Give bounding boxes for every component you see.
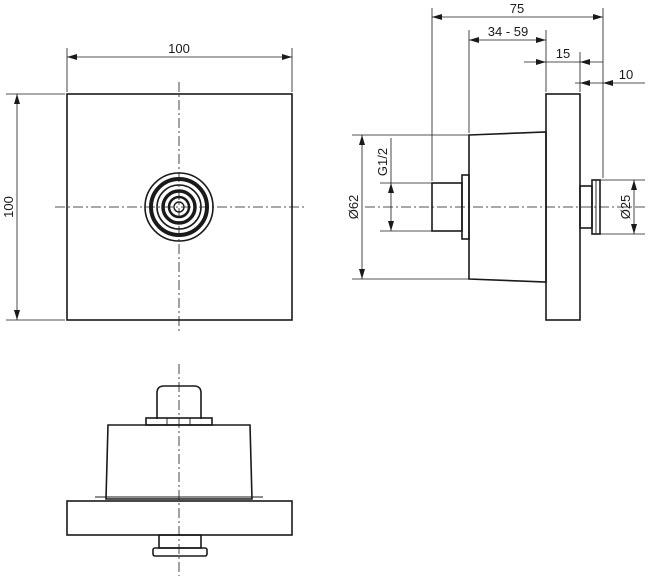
top-body bbox=[105, 424, 253, 500]
side-thread-label: G1/2 bbox=[375, 148, 390, 176]
top-outlet-ring bbox=[152, 547, 208, 557]
dimension-side-flange: 15 bbox=[524, 46, 603, 92]
top-inlet bbox=[156, 385, 202, 419]
dimension-side-diameter-large: Ø62 bbox=[346, 134, 469, 280]
side-inlet-thread bbox=[431, 182, 463, 232]
dimension-side-depth: 75 bbox=[431, 1, 604, 181]
side-view: 75 34 - 59 15 10 bbox=[346, 1, 645, 321]
side-flange-label: 15 bbox=[556, 46, 570, 61]
side-diameter-large-label: Ø62 bbox=[346, 195, 361, 220]
front-view: 100 100 bbox=[1, 41, 305, 332]
dimension-side-outlet: 10 bbox=[575, 67, 645, 86]
dimension-side-range: 34 - 59 bbox=[468, 24, 547, 133]
top-flange bbox=[66, 500, 293, 536]
side-diameter-small-label: Ø25 bbox=[618, 195, 633, 220]
dimension-front-height: 100 bbox=[1, 93, 65, 321]
side-outlet-label: 10 bbox=[619, 67, 633, 82]
outlet-ring-core bbox=[167, 195, 191, 219]
top-view bbox=[66, 364, 293, 576]
outlet-ring-outer bbox=[144, 172, 214, 242]
side-depth-label: 75 bbox=[510, 1, 524, 16]
outlet-bore bbox=[173, 201, 185, 213]
outlet-ring-inner bbox=[161, 189, 197, 225]
side-range-label: 34 - 59 bbox=[488, 24, 528, 39]
front-width-label: 100 bbox=[168, 41, 190, 56]
dimension-side-diameter-small: Ø25 bbox=[600, 179, 645, 235]
dimension-front-width: 100 bbox=[66, 41, 293, 92]
front-height-label: 100 bbox=[1, 196, 16, 218]
outlet-ring-mid bbox=[156, 184, 202, 230]
outlet-ring-band bbox=[149, 177, 209, 237]
top-outlet bbox=[158, 534, 202, 549]
dimension-side-thread: G1/2 bbox=[375, 138, 432, 232]
outlet-connector bbox=[144, 172, 214, 242]
